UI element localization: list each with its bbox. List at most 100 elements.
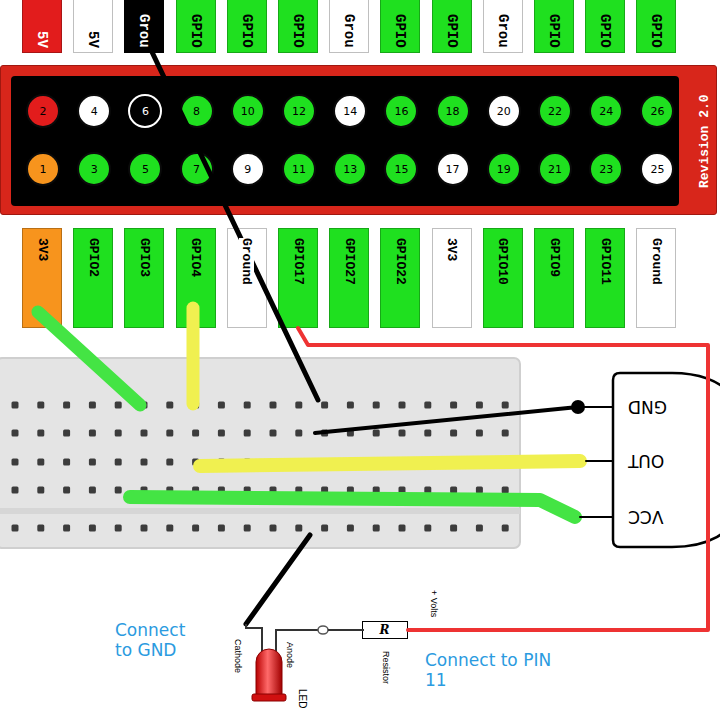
breadboard-hole xyxy=(166,430,173,437)
pin-label-text: 5V xyxy=(34,31,50,48)
breadboard-hole xyxy=(37,459,44,466)
breadboard-hole xyxy=(373,525,380,532)
breadboard-hole xyxy=(450,430,457,437)
breadboard-hole xyxy=(295,487,302,494)
anode-lead xyxy=(276,630,318,652)
instruction-note: Connect to PIN 11 xyxy=(425,650,561,691)
breadboard-hole xyxy=(502,459,509,466)
pin-circle: 2 xyxy=(26,94,60,128)
pin-circle: 12 xyxy=(282,94,316,128)
breadboard-hole xyxy=(450,459,457,466)
pin-label-text: Grou xyxy=(495,14,511,48)
sensor-pin xyxy=(580,516,612,518)
breadboard-hole xyxy=(244,487,251,494)
breadboard-hole xyxy=(166,459,173,466)
pin-number: 24 xyxy=(599,105,613,118)
breadboard-hole xyxy=(476,459,483,466)
instruction-note-box: Connect to GND xyxy=(115,620,187,661)
lead-label-box: Cathode xyxy=(232,633,266,651)
gpio-header: Revision 2.02468101214161820222426135791… xyxy=(0,65,717,215)
pin-circle: 4 xyxy=(77,94,111,128)
board-revision: Revision 2.0 xyxy=(697,94,712,188)
pin-label-text: GPIO xyxy=(239,14,255,48)
black-wire xyxy=(315,407,578,433)
part-name-box: LED xyxy=(296,684,315,702)
sensor-pin-name: OUT xyxy=(628,451,664,471)
breadboard-hole xyxy=(63,525,70,532)
breadboard-hole xyxy=(450,487,457,494)
pin-circle: 20 xyxy=(487,94,521,128)
pin-label-text: GPIO4 xyxy=(188,238,203,277)
pin-number: 16 xyxy=(394,105,408,118)
pin-label: GPIO17 xyxy=(278,228,318,328)
pin-label-text: GPIO xyxy=(188,14,204,48)
pin-label-text: GPIO10 xyxy=(495,238,510,285)
pin-label: GPIO xyxy=(585,0,625,53)
pin-circle: 24 xyxy=(589,94,623,128)
pin-label: GPIO10 xyxy=(483,228,523,328)
instruction-note: Connect to GND xyxy=(115,620,187,661)
pin-number: 10 xyxy=(241,105,255,118)
pin-label-text: GPIO9 xyxy=(547,238,562,277)
breadboard-hole xyxy=(115,487,122,494)
pin-label: 3V3 xyxy=(432,228,472,328)
pin-circle: 19 xyxy=(487,152,521,186)
breadboard-hole xyxy=(270,525,277,532)
breadboard-hole xyxy=(166,487,173,494)
pin-label-text: GPIO xyxy=(290,14,306,48)
jumper-wires xyxy=(38,52,612,624)
breadboard-hole xyxy=(321,402,328,409)
cathode-lead xyxy=(246,624,262,652)
pin-label-text: GPIO11 xyxy=(598,238,613,285)
pin-circle: 22 xyxy=(538,94,572,128)
pin-label-text: Grou xyxy=(136,14,152,48)
pin-number: 14 xyxy=(343,105,357,118)
breadboard-hole xyxy=(347,402,354,409)
pin-label-text: Ground xyxy=(239,238,254,285)
pin-label-text: GPIO3 xyxy=(137,238,152,277)
pin-circle: 7 xyxy=(180,152,214,186)
pin-number: 17 xyxy=(446,163,460,176)
pin-label-text: GPIO2 xyxy=(86,238,101,277)
breadboard-hole xyxy=(295,525,302,532)
pin-label: Grou xyxy=(124,0,164,53)
breadboard-hole xyxy=(218,402,225,409)
pin-label-text: GPIO22 xyxy=(393,238,408,285)
breadboard-hole xyxy=(321,487,328,494)
breadboard-hole xyxy=(115,430,122,437)
pin-label: GPIO xyxy=(380,0,420,53)
pin-label: GPIO xyxy=(636,0,676,53)
breadboard-hole xyxy=(218,430,225,437)
pin-label-text: 3V3 xyxy=(444,238,459,261)
breadboard-hole xyxy=(37,430,44,437)
breadboard-hole xyxy=(502,525,509,532)
breadboard-hole xyxy=(424,402,431,409)
breadboard-hole xyxy=(347,459,354,466)
pin-label: GPIO27 xyxy=(329,228,369,328)
pin-number: 21 xyxy=(548,163,562,176)
lead-label: Cathode xyxy=(232,639,243,673)
breadboard-hole xyxy=(141,402,148,409)
breadboard-hole xyxy=(141,430,148,437)
breadboard-hole xyxy=(12,487,19,494)
green-wire xyxy=(130,497,575,517)
pin-number: 9 xyxy=(244,163,251,176)
breadboard-hole xyxy=(373,430,380,437)
pin-label: GPIO9 xyxy=(534,228,574,328)
breadboard-hole xyxy=(141,459,148,466)
sensor-pin xyxy=(586,460,612,462)
pin-label: GPIO2 xyxy=(73,228,113,328)
pin-number: 22 xyxy=(548,105,562,118)
breadboard-hole xyxy=(450,402,457,409)
pin-circle: 3 xyxy=(77,152,111,186)
pin-circle: 23 xyxy=(589,152,623,186)
lead-label-box: + Volts xyxy=(428,584,455,602)
breadboard-hole xyxy=(347,525,354,532)
led-body xyxy=(256,649,282,698)
breadboard-hole xyxy=(244,430,251,437)
breadboard-hole xyxy=(321,525,328,532)
breadboard-hole xyxy=(347,487,354,494)
pin-label: GPIO xyxy=(227,0,267,53)
green-wire xyxy=(38,312,140,405)
breadboard-hole xyxy=(270,487,277,494)
